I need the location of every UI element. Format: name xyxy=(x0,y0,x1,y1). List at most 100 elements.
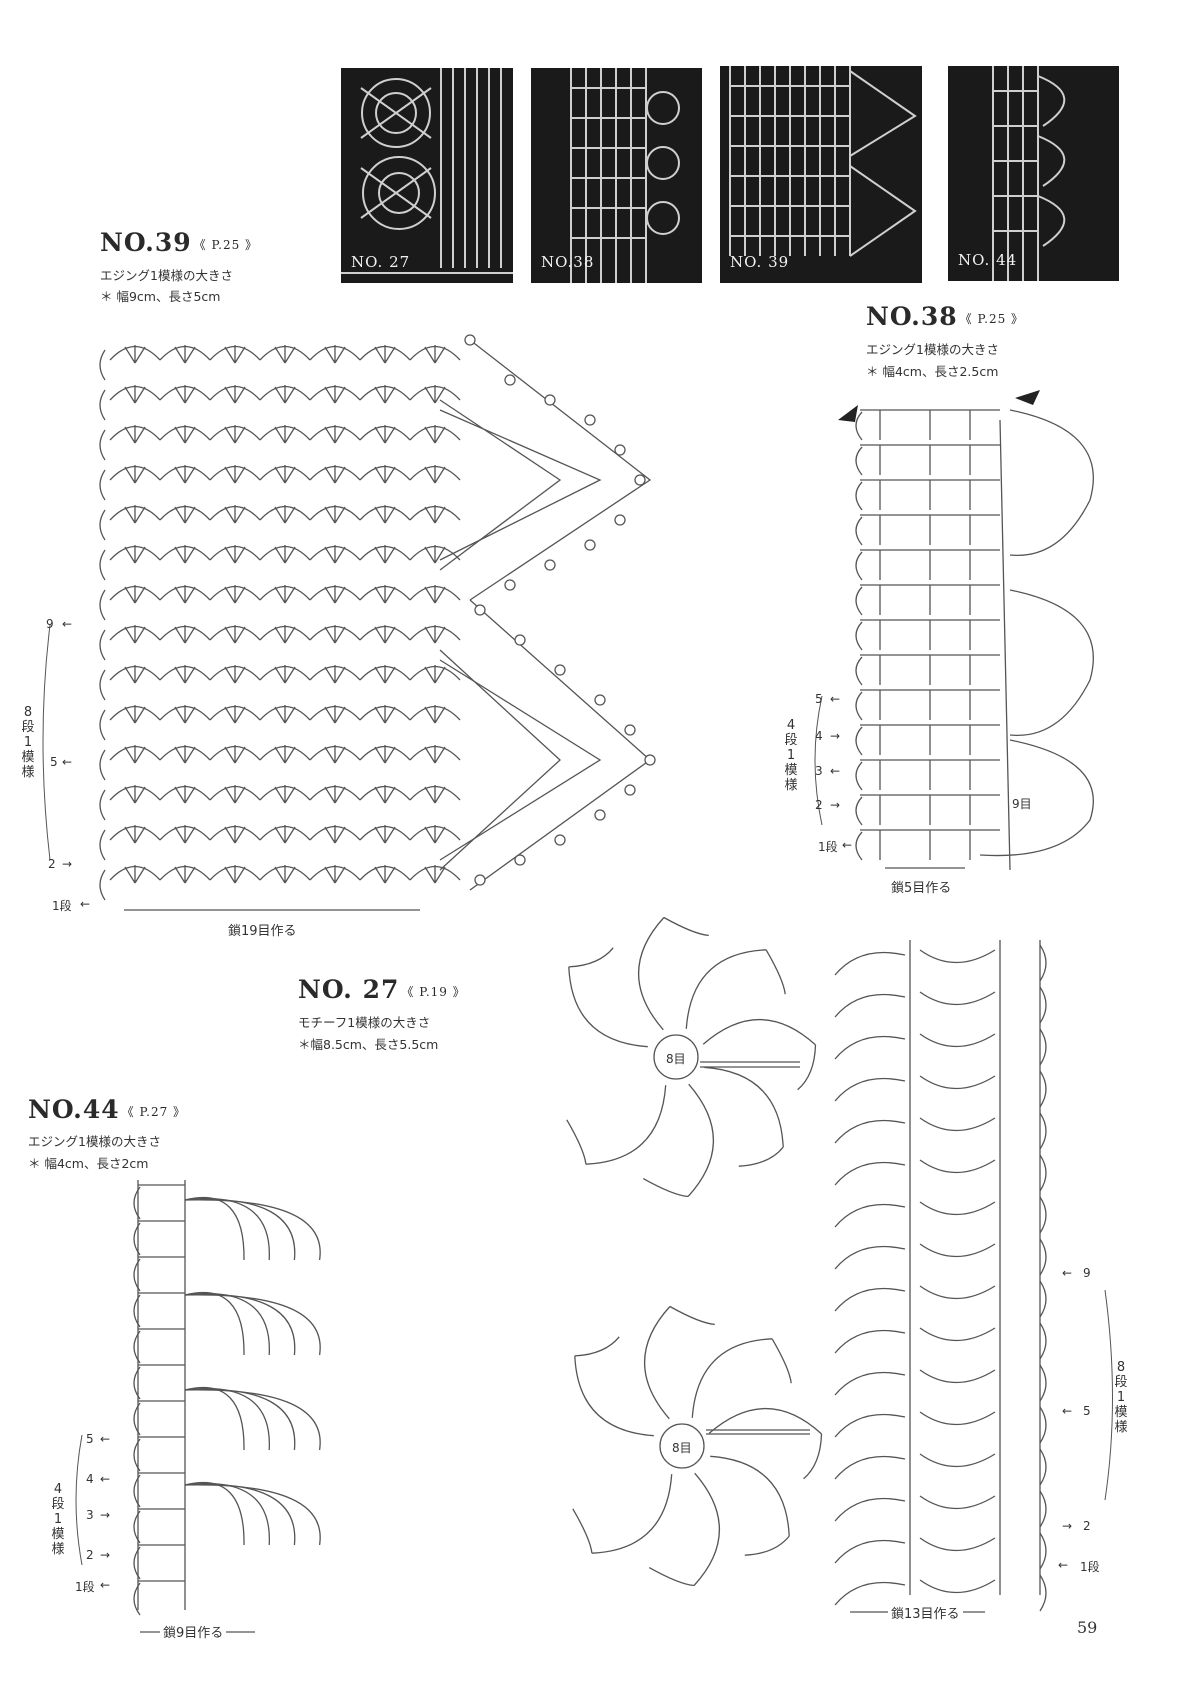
shell-stitch xyxy=(174,665,196,684)
shell-stitch xyxy=(224,345,246,364)
pattern-number: NO.39 xyxy=(100,228,192,257)
shell-stitch xyxy=(224,425,246,444)
fan-petal xyxy=(738,1146,784,1167)
shell-stitch xyxy=(274,665,296,684)
turning-chain xyxy=(1039,1364,1047,1402)
row-label: ← xyxy=(842,838,853,852)
shell-stitch xyxy=(324,545,346,564)
row-label: 2 xyxy=(815,798,823,812)
shell-stitch xyxy=(374,625,396,644)
pattern-title: NO. 27《 P.19 》 xyxy=(298,975,466,1004)
shell-stitch xyxy=(424,385,446,404)
shell-stitch xyxy=(224,585,246,604)
v-stitch xyxy=(919,1411,996,1426)
shell-stitch xyxy=(424,505,446,524)
shell-stitch xyxy=(224,665,246,684)
shell-stitch xyxy=(274,345,296,364)
shell-stitch xyxy=(224,785,246,804)
foundation-chain-label: 鎖19目作る xyxy=(225,920,300,939)
repeat-label: 4段1模様 xyxy=(784,718,798,793)
turning-chain xyxy=(133,1222,141,1256)
shell-stitch xyxy=(174,625,196,644)
v-stitch xyxy=(919,1369,996,1384)
row-label: 1段 xyxy=(52,899,72,913)
shell-stitch xyxy=(124,785,146,804)
turning-chain xyxy=(1039,1112,1047,1150)
picot-mark xyxy=(584,414,596,426)
pattern-description: モチーフ1模様の大きさ xyxy=(298,1015,431,1030)
fan-petal xyxy=(184,1291,245,1356)
picot-mark xyxy=(584,539,596,551)
row-label: ← xyxy=(1062,1266,1073,1280)
turning-chain xyxy=(133,1402,141,1436)
row-label: 5 xyxy=(1083,1404,1091,1418)
fan-petal xyxy=(710,1455,790,1537)
turning-chain xyxy=(855,481,863,511)
shell-stitch xyxy=(274,825,296,844)
row-label: ← xyxy=(62,617,73,631)
v-stitch xyxy=(919,1537,996,1552)
shell-stitch xyxy=(374,585,396,604)
fan-petal xyxy=(765,949,786,995)
turning-chain xyxy=(1039,1490,1047,1528)
v-stitch xyxy=(919,1075,996,1090)
turning-chain xyxy=(855,656,863,686)
fan-petal xyxy=(184,1292,270,1356)
shell-stitch xyxy=(224,825,246,844)
shell-stitch xyxy=(424,665,446,684)
turning-chain xyxy=(133,1258,141,1292)
fan-petal xyxy=(566,1119,587,1165)
turning-chain xyxy=(855,761,863,791)
shell-stitch xyxy=(834,1455,906,1480)
turning-chain xyxy=(99,429,106,461)
shell-stitch xyxy=(174,465,196,484)
picot-mark xyxy=(624,784,636,796)
row-label: 9 xyxy=(46,617,54,631)
v-stitch xyxy=(919,1243,996,1258)
turning-chain xyxy=(855,516,863,546)
shell-stitch xyxy=(324,625,346,644)
shell-stitch xyxy=(274,425,296,444)
shell-stitch xyxy=(174,785,196,804)
fan-petal xyxy=(184,1482,270,1546)
picot-mark xyxy=(634,474,646,486)
picot-mark xyxy=(474,874,486,886)
shell-stitch xyxy=(834,1329,906,1354)
shell-stitch xyxy=(174,865,196,884)
shell-stitch xyxy=(324,825,346,844)
turning-chain xyxy=(1039,1154,1047,1192)
shell-stitch xyxy=(424,345,446,364)
pattern-size: ＊ 幅4cm、長さ2cm xyxy=(28,1156,149,1171)
picot-mark xyxy=(504,579,516,591)
fan-petal xyxy=(184,1197,270,1261)
fan-petal xyxy=(184,1386,245,1451)
foundation-chain-label: 鎖13目作る xyxy=(888,1603,963,1622)
fan-petal xyxy=(685,949,767,1029)
shell-stitch xyxy=(274,705,296,724)
row-label: 3 xyxy=(815,764,823,778)
shell-stitch xyxy=(324,345,346,364)
turning-chain xyxy=(133,1474,141,1508)
row-label: ← xyxy=(80,897,91,911)
shell-stitch xyxy=(424,865,446,884)
fan-petal xyxy=(184,1484,321,1546)
stitch-column xyxy=(879,585,971,615)
shell-stitch xyxy=(424,745,446,764)
fan-petal xyxy=(803,1433,823,1480)
shell-stitch xyxy=(374,465,396,484)
picot-mark xyxy=(464,334,476,346)
turning-chain xyxy=(1039,1406,1047,1444)
photo-no38: NO.38 xyxy=(531,68,702,283)
turning-chain xyxy=(99,469,106,501)
turning-chain xyxy=(133,1546,141,1580)
shell-stitch xyxy=(124,585,146,604)
shell-stitch xyxy=(424,465,446,484)
shell-stitch xyxy=(174,505,196,524)
fan-petal xyxy=(572,1508,593,1554)
fan-petal xyxy=(585,1085,667,1165)
turning-chain xyxy=(855,411,863,441)
pattern-number: NO.44 xyxy=(28,1095,120,1124)
shell-stitch xyxy=(834,1119,906,1144)
fan-petal xyxy=(591,1474,673,1554)
